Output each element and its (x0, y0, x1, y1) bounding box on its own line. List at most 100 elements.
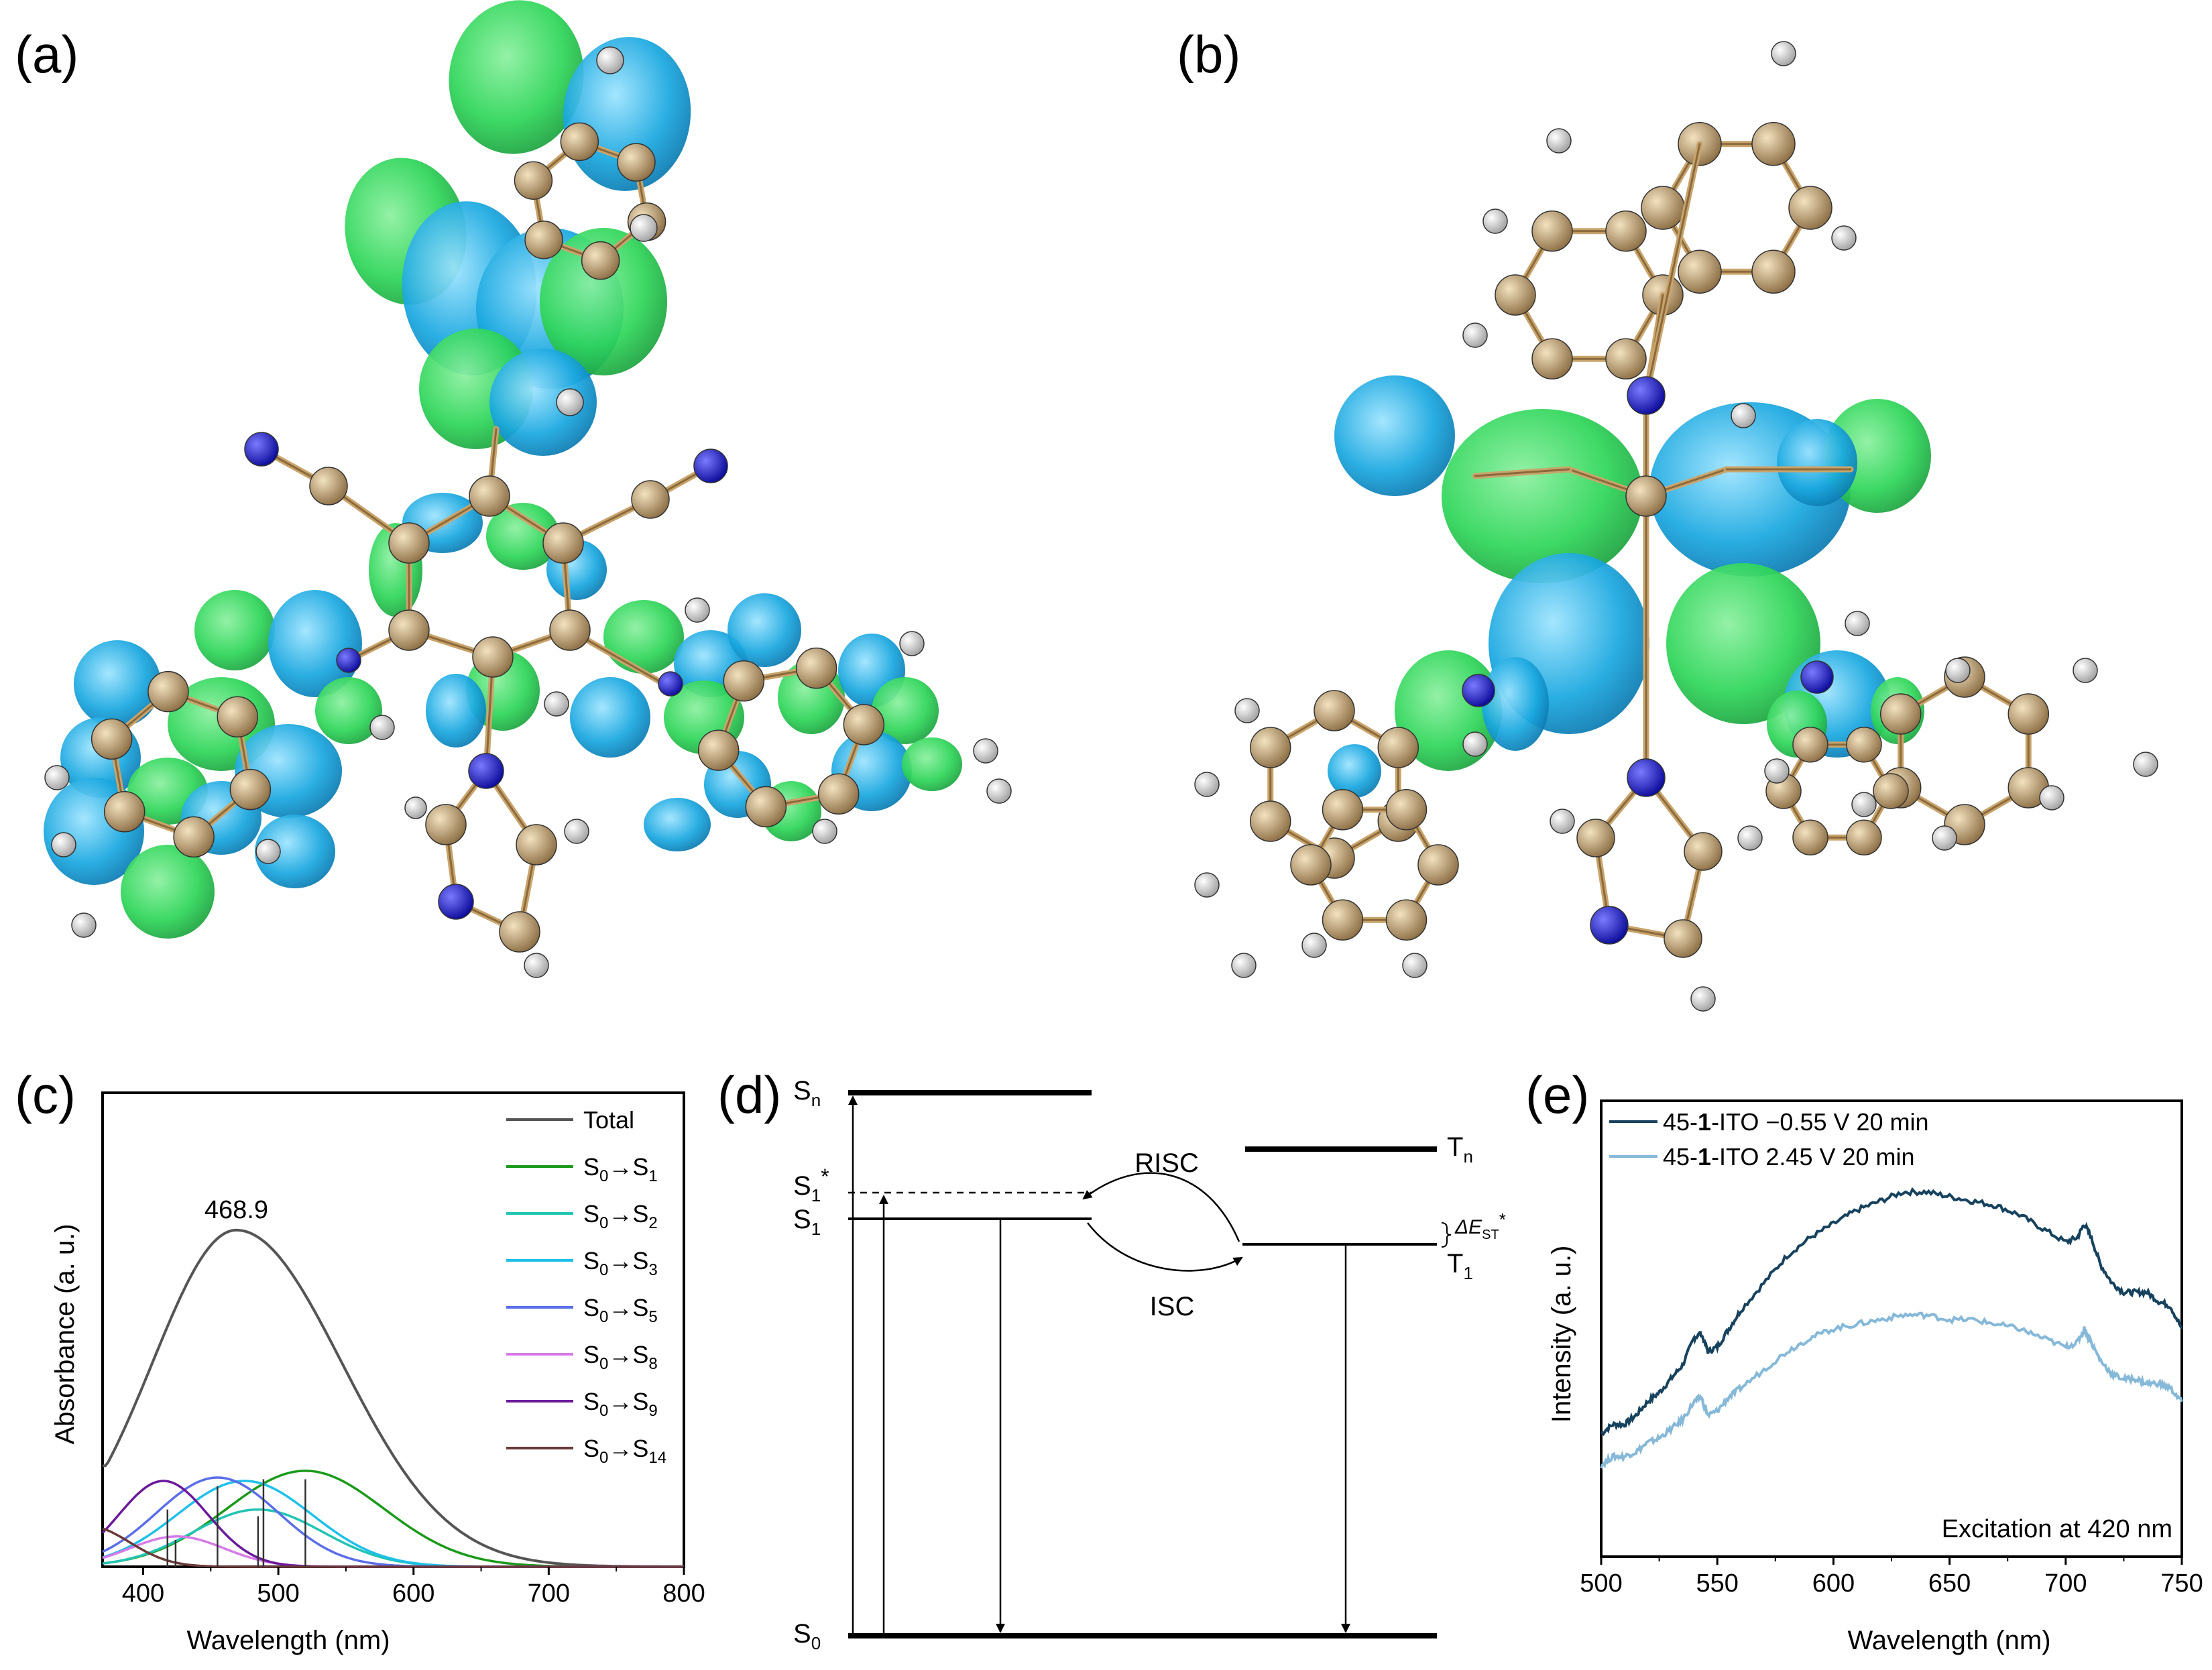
atom-C (1625, 475, 1667, 517)
orbital-lobe-green (603, 600, 684, 674)
atom-C (1322, 899, 1364, 941)
orbital-lobe-blue (727, 593, 801, 667)
legend-arrow: →S (608, 1388, 648, 1415)
legend-suffix: -ITO −0.55 V 20 min (1711, 1108, 1929, 1136)
legend-base: S (583, 1341, 599, 1368)
x-tick-label-3: 700 (528, 1579, 570, 1608)
legend-label-0: 45-1-ITO −0.55 V 20 min (1663, 1108, 1929, 1136)
atom-H (1690, 986, 1716, 1012)
atom-C (1641, 186, 1685, 230)
atom-C (697, 729, 740, 771)
atom-H (685, 597, 710, 623)
x-axis-title: Wavelength (nm) (1847, 1626, 2050, 1655)
risc-label: RISC (1134, 1148, 1199, 1178)
x-tick-label-4: 800 (662, 1579, 705, 1608)
atom-C (217, 696, 259, 738)
legend-base: S (583, 1200, 599, 1228)
legend-sub: 5 (648, 1308, 657, 1326)
atom-N (438, 884, 474, 920)
atom-H (1731, 403, 1756, 428)
legend-bold: 1 (1698, 1143, 1711, 1171)
isc-label: ISC (1150, 1292, 1195, 1321)
legend: 45-1-ITO −0.55 V 20 min 45-1-ITO 2.45 V 2… (1609, 1108, 1929, 1171)
bond-core (1645, 143, 1701, 397)
atom-H (1546, 128, 1572, 154)
orbital-lobe-green (872, 677, 939, 744)
atom-H (1301, 933, 1327, 958)
x-tick-label-2: 600 (392, 1579, 434, 1608)
legend-base: S (583, 1388, 599, 1415)
legend-base: S (583, 1435, 599, 1462)
legend-label-6: S0→S9 (583, 1388, 658, 1420)
orbital-lobe-green (194, 590, 275, 670)
legend-sub: 0 (599, 1402, 608, 1420)
delta-est-brace (1441, 1222, 1452, 1248)
panel-label-b: (b) (1177, 25, 1240, 84)
x-tick-label-3: 650 (1928, 1569, 1971, 1598)
atom-H (899, 631, 925, 656)
atom-N (693, 449, 728, 483)
atom-C (549, 609, 591, 651)
atom-H (404, 796, 427, 819)
atom-H (596, 46, 624, 74)
orbital-lobe-blue (644, 798, 711, 851)
x-tick-label-5: 750 (2160, 1569, 2203, 1598)
risc-arrow (1082, 1172, 1240, 1242)
atom-C (1879, 693, 1922, 735)
orbital-lobe-blue (255, 815, 335, 888)
legend-sub: 2 (648, 1214, 657, 1232)
orbital-lobe-green (902, 737, 962, 791)
legend-arrow: →S (608, 1435, 648, 1462)
x-tick-label-1: 550 (1696, 1569, 1738, 1598)
legend-suffix: -ITO 2.45 V 20 min (1711, 1143, 1914, 1171)
atom-H (1482, 208, 1508, 234)
atom-H (630, 214, 658, 242)
label-delta-est: ΔEST* (1454, 1209, 1506, 1242)
atom-C (499, 911, 540, 953)
legend-sub: 0 (599, 1308, 608, 1326)
atom-H (1402, 953, 1428, 978)
panel-label-d: (d) (717, 1065, 781, 1124)
atom-C (1788, 186, 1832, 230)
legend-sub: 14 (648, 1449, 666, 1467)
atom-C (1290, 844, 1332, 886)
legend-label-5: S0→S8 (583, 1341, 658, 1373)
atom-H (564, 819, 589, 844)
atom-H (255, 839, 281, 864)
atom-H (544, 691, 569, 717)
atom-C (1495, 274, 1536, 316)
atom-H (2073, 658, 2098, 683)
series-line-0 (103, 1228, 684, 1568)
label-s0: S0 (793, 1619, 821, 1653)
legend-label-2: S0→S2 (583, 1200, 658, 1232)
orbital-lobe-blue (74, 640, 161, 727)
atom-C (1792, 819, 1828, 856)
atom-C (425, 804, 467, 845)
x-tick-label-0: 500 (1580, 1569, 1622, 1598)
atom-C (1664, 919, 1702, 958)
legend-sub: 0 (599, 1449, 608, 1467)
legend-label-1: 45-1-ITO 2.45 V 20 min (1663, 1143, 1915, 1171)
y-axis-title: Absorbance (a. u.) (50, 1224, 80, 1444)
atom-C (1751, 249, 1796, 294)
atom-C (1531, 338, 1573, 380)
oscillator-sticks (166, 1479, 306, 1567)
atom-N (244, 432, 279, 467)
label-s1star: S1* (793, 1165, 829, 1205)
atom-C (148, 670, 189, 713)
atom-C (1846, 819, 1882, 856)
atom-H (1945, 658, 1971, 683)
orbital-lobe-green (1666, 563, 1820, 724)
legend-bold: 1 (1698, 1108, 1711, 1136)
atom-C (1385, 788, 1428, 831)
atom-N (468, 753, 504, 789)
atom-C (560, 122, 599, 162)
atom-C (1531, 210, 1573, 252)
legend-arrow: →S (608, 1247, 648, 1274)
atom-H (556, 388, 584, 416)
atom-C (1322, 788, 1364, 831)
atom-C (745, 786, 787, 828)
